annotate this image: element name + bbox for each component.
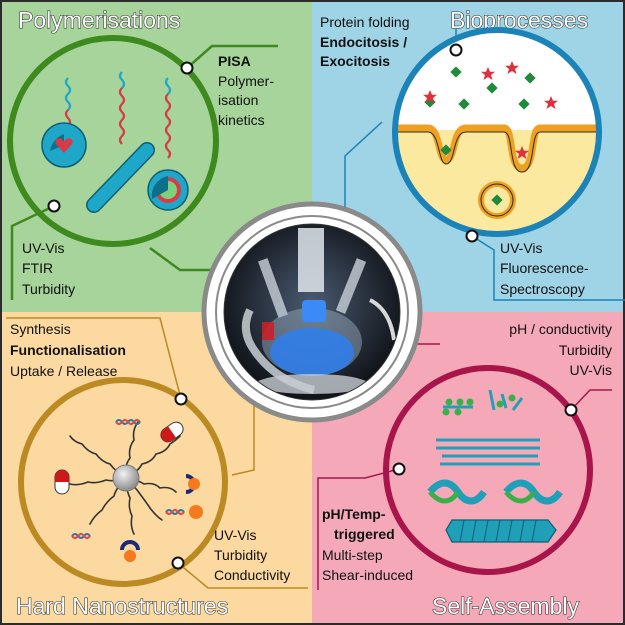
node-bioprocess-methods <box>465 229 479 243</box>
title-bioprocesses: Bioprocesses <box>450 7 588 33</box>
label-assembly-method-1: pH / conductivity <box>509 321 612 337</box>
nanostructure-connectors <box>6 317 308 589</box>
polymer-chain-red-right <box>164 93 172 159</box>
bioprocesses-ring <box>392 27 602 237</box>
title-self-assembly: Self-Assembly <box>432 593 579 619</box>
polymer-chain-blue-top <box>118 71 126 89</box>
label-protein-folding: Protein folding <box>320 14 410 30</box>
reactor-photo <box>224 224 400 400</box>
label-uptake-release: Uptake / Release <box>10 363 118 379</box>
node-nano-topic <box>174 392 188 406</box>
node-pisa <box>180 61 194 75</box>
label-polymerisation-3: kinetics <box>218 112 265 128</box>
label-assembly-method-2: Turbidity <box>559 342 612 358</box>
label-polymerisation-2: isation <box>218 92 258 108</box>
label-functionalisation: Functionalisation <box>10 342 126 358</box>
binding-pockets <box>120 474 203 562</box>
label-polymerisation-1: Polymer- <box>218 73 274 89</box>
label-shear-induced: Shear-induced <box>322 567 413 583</box>
cargo-stars <box>423 61 558 159</box>
label-polymer-method-2: FTIR <box>22 260 53 276</box>
label-assembly-method-3: UV-Vis <box>569 362 612 378</box>
vesicle <box>147 169 189 211</box>
cell-membrane <box>395 124 599 172</box>
label-bio-method-2: Fluorescence- <box>500 260 589 276</box>
drug-capsules <box>54 421 184 495</box>
label-bio-method-1: UV-Vis <box>500 240 543 256</box>
label-exocitosis: Exocitosis <box>320 53 390 69</box>
label-triggered: triggered <box>334 526 395 542</box>
label-nano-method-3: Conductivity <box>214 567 290 583</box>
label-multi-step: Multi-step <box>322 547 383 563</box>
label-bio-method-3: Spectroscopy <box>500 281 585 297</box>
label-pisa: PISA <box>218 53 251 69</box>
label-endocitosis: Endocitosis / <box>320 34 407 50</box>
internal-vesicle <box>478 181 516 219</box>
polymer-chain-red-mid <box>118 87 126 145</box>
fibre-stack <box>436 438 540 466</box>
title-polymerisations: Polymerisations <box>18 7 180 33</box>
twisted-ribbons <box>427 479 563 505</box>
dna-strands <box>71 419 185 539</box>
gold-nanoparticle <box>112 464 140 492</box>
nanotube <box>445 519 557 543</box>
label-polymer-method-3: Turbidity <box>22 281 75 297</box>
amphiphile-dimers <box>442 389 524 416</box>
label-nano-method-2: Turbidity <box>214 547 267 563</box>
node-polymer-methods <box>47 199 61 213</box>
worm-micelle <box>86 142 155 213</box>
label-ph-temp: pH/Temp- <box>322 506 386 522</box>
self-assembly-ring <box>383 365 593 575</box>
polymer-chain-blue-right <box>164 77 172 95</box>
node-assembly-methods <box>564 403 578 417</box>
nanostructure-ring <box>18 377 228 587</box>
label-nano-method-1: UV-Vis <box>214 527 257 543</box>
micelle-sphere <box>41 122 87 168</box>
node-nano-methods <box>171 556 185 570</box>
node-bioprocess-topic <box>449 43 463 57</box>
node-assembly-topic <box>392 462 406 476</box>
polymer-chain-blue-red <box>64 77 72 111</box>
label-polymer-method-1: UV-Vis <box>22 240 65 256</box>
label-synthesis: Synthesis <box>10 321 71 337</box>
title-hard-nanostructures: Hard Nanostructures <box>16 593 228 619</box>
polymerisations-ring <box>7 35 219 247</box>
